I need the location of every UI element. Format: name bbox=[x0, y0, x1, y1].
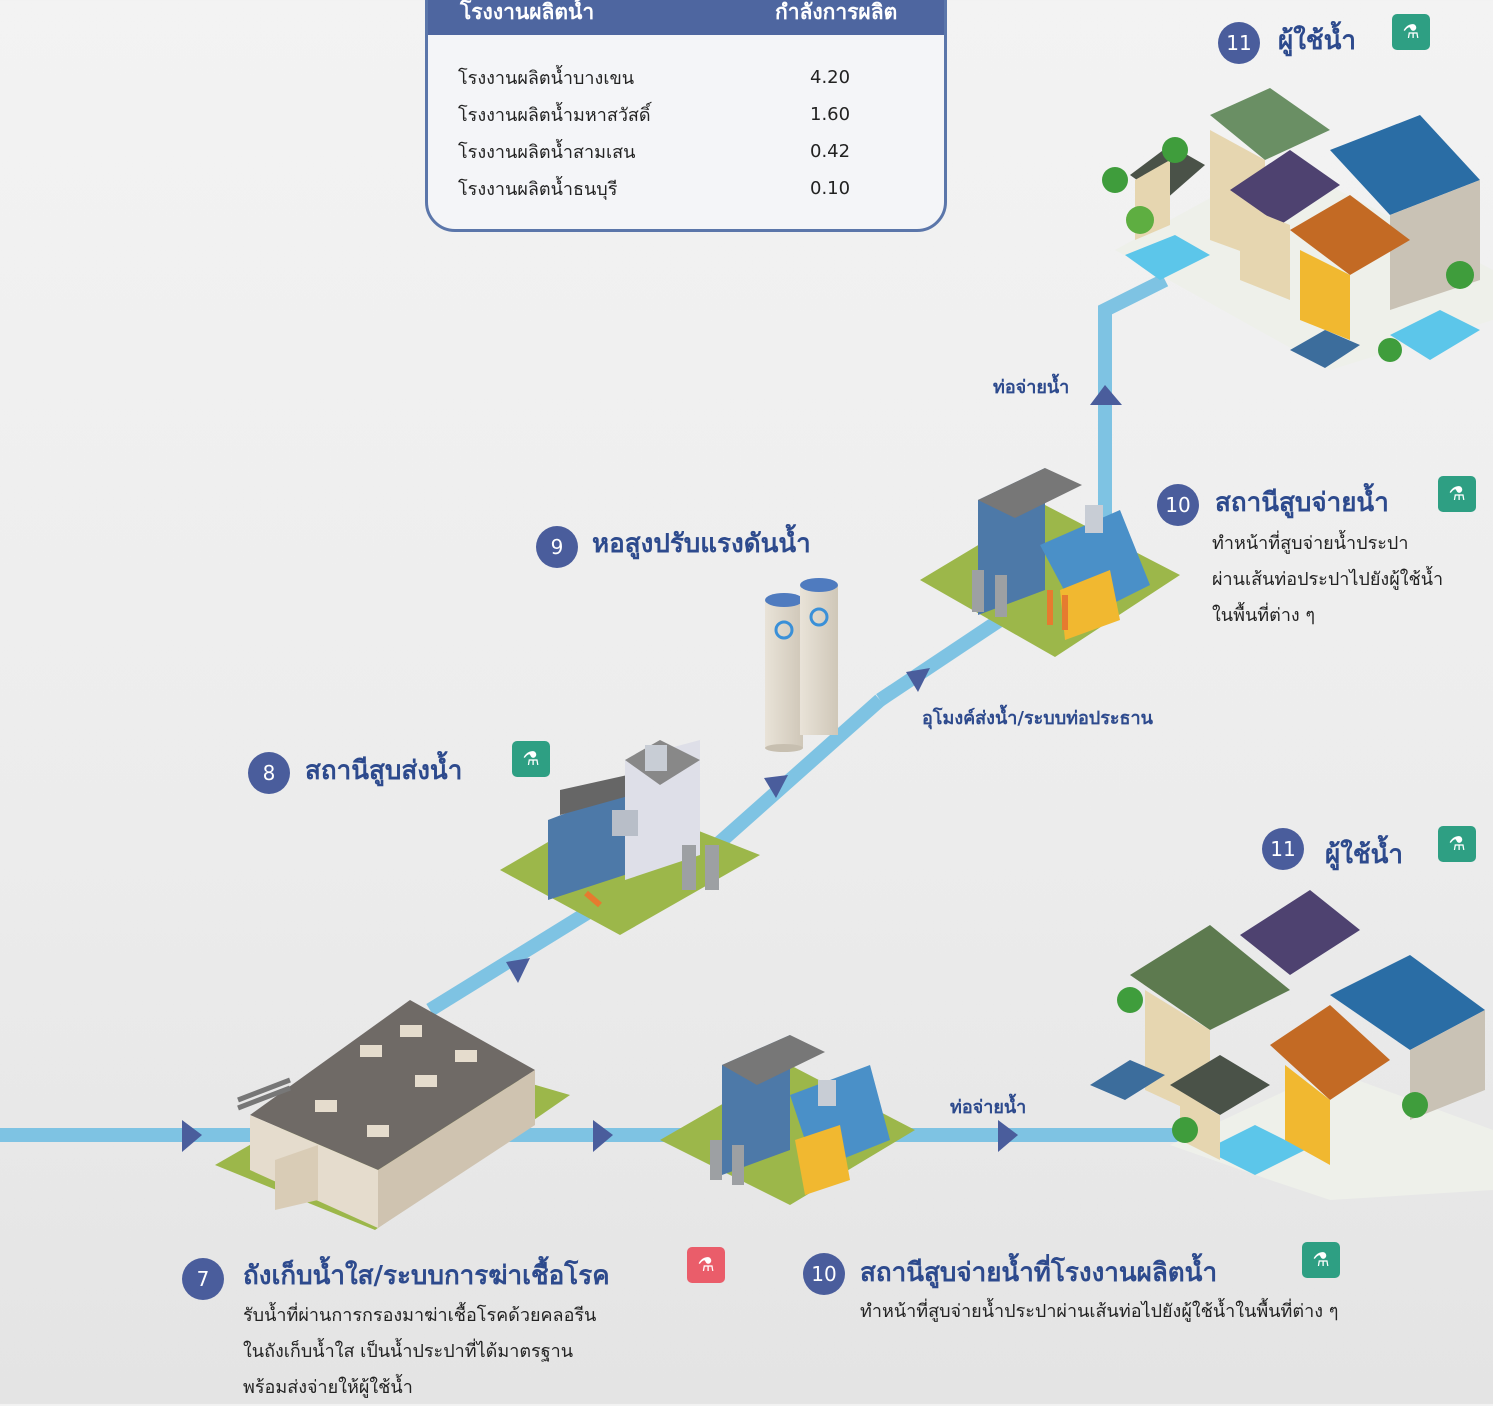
distribution-pipe-label-top: ท่อจ่ายน้ำ bbox=[993, 377, 1070, 398]
residential-houses-bottom-illustration bbox=[1090, 890, 1493, 1200]
lab-test-icon[interactable]: ⚗ bbox=[1438, 476, 1476, 512]
step-10-description: ทำหน้าที่สูบจ่ายน้ำประปา ผ่านเส้นท่อประป… bbox=[1212, 526, 1443, 634]
step-7-description: รับน้ำที่ผ่านการกรองมาฆ่าเชื้อโรคด้วยคลอ… bbox=[243, 1298, 596, 1406]
step-11-number: 11 bbox=[1218, 22, 1260, 64]
step-10-number: 10 bbox=[803, 1253, 845, 1295]
table-row: โรงงานผลิตน้ำสามเสน 0.42 bbox=[428, 133, 944, 170]
step-8-number: 8 bbox=[248, 752, 290, 794]
distribution-pipe-top bbox=[1098, 273, 1169, 520]
step-11-title: ผู้ใช้น้ำ bbox=[1325, 840, 1403, 870]
step-8-title: สถานีสูบส่งน้ำ bbox=[305, 756, 463, 786]
step-7-title: ถังเก็บน้ำใส/ระบบการฆ่าเชื้อโรค bbox=[243, 1261, 610, 1291]
table-body: โรงงานผลิตน้ำบางเขน 4.20 โรงงานผลิตน้ำมห… bbox=[428, 35, 944, 207]
arrow-right-icon bbox=[182, 1120, 202, 1152]
step-9-number: 9 bbox=[536, 526, 578, 568]
arrow-right-icon bbox=[998, 1120, 1018, 1152]
production-capacity-table: โรงงานผลิตน้ำ กำลังการผลิต โรงงานผลิตน้ำ… bbox=[425, 0, 947, 232]
step-7-number: 7 bbox=[182, 1258, 224, 1300]
step-11-title: ผู้ใช้น้ำ bbox=[1278, 26, 1356, 56]
plant-name: โรงงานผลิตน้ำสามเสน bbox=[458, 142, 636, 163]
arrow-up-right-icon bbox=[764, 775, 788, 798]
pump-station-illustration bbox=[500, 740, 760, 935]
plant-capacity: 0.10 bbox=[810, 178, 851, 199]
step-10-title: สถานีสูบจ่ายน้ำ bbox=[1215, 488, 1389, 518]
lab-test-icon[interactable]: ⚗ bbox=[1392, 14, 1430, 50]
clear-water-tank-illustration bbox=[215, 1000, 570, 1230]
desc-line: ทำหน้าที่สูบจ่ายน้ำประปา bbox=[1212, 533, 1409, 554]
lab-test-icon[interactable]: ⚗ bbox=[1302, 1242, 1340, 1278]
flow-arrows bbox=[182, 385, 1122, 1152]
table-row: โรงงานผลิตน้ำมหาสวัสดิ์ 1.60 bbox=[428, 96, 944, 133]
pipe-pump-to-tower bbox=[695, 694, 885, 866]
arrow-up-right-icon bbox=[906, 668, 930, 692]
table-row: โรงงานผลิตน้ำธนบุรี 0.10 bbox=[428, 170, 944, 207]
step-10-title: สถานีสูบจ่ายน้ำที่โรงงานผลิตน้ำ bbox=[860, 1258, 1218, 1288]
lab-test-icon[interactable]: ⚗ bbox=[687, 1247, 725, 1283]
elevated-water-tower-illustration bbox=[765, 578, 838, 752]
desc-line: ในถังเก็บน้ำใส เป็นน้ำประปาที่ได้มาตรฐาน bbox=[243, 1341, 574, 1362]
plant-capacity: 0.42 bbox=[810, 141, 851, 162]
distribution-pipe-label-bottom: ท่อจ่ายน้ำ bbox=[950, 1097, 1027, 1118]
desc-line: ผ่านเส้นท่อประปาไปยังผู้ใช้น้ำ bbox=[1212, 569, 1444, 590]
lab-test-icon[interactable]: ⚗ bbox=[512, 741, 550, 777]
residential-houses-top-illustration bbox=[1102, 88, 1493, 370]
plant-capacity: 4.20 bbox=[810, 67, 851, 88]
tunnel-pipe bbox=[876, 614, 1004, 706]
desc-line: ในพื้นที่ต่าง ๆ bbox=[1212, 605, 1316, 626]
plant-name: โรงงานผลิตน้ำบางเขน bbox=[458, 68, 635, 89]
desc-line: รับน้ำที่ผ่านการกรองมาฆ่าเชื้อโรคด้วยคลอ… bbox=[243, 1305, 597, 1326]
table-header: โรงงานผลิตน้ำ กำลังการผลิต bbox=[428, 0, 944, 35]
step-11-number: 11 bbox=[1262, 828, 1304, 870]
header-capacity: กำลังการผลิต bbox=[775, 0, 898, 24]
step-10-number: 10 bbox=[1157, 484, 1199, 526]
desc-line: ทำหน้าที่สูบจ่ายน้ำประปาผ่านเส้นท่อไปยัง… bbox=[860, 1301, 1339, 1322]
step-9-title: หอสูงปรับแรงดันน้ำ bbox=[592, 529, 811, 559]
plant-name: โรงงานผลิตน้ำมหาสวัสดิ์ bbox=[458, 105, 651, 126]
distribution-pump-station-top-illustration bbox=[920, 468, 1180, 657]
tunnel-pipe-label: อุโมงค์ส่งน้ำ/ระบบท่อประธาน bbox=[922, 708, 1153, 729]
arrow-up-right-icon bbox=[506, 958, 530, 983]
lab-test-icon[interactable]: ⚗ bbox=[1438, 826, 1476, 862]
header-plant: โรงงานผลิตน้ำ bbox=[460, 0, 595, 24]
plant-capacity: 1.60 bbox=[810, 104, 851, 125]
table-row: โรงงานผลิตน้ำบางเขน 4.20 bbox=[428, 59, 944, 96]
pipe-tank-to-pump-station bbox=[426, 899, 604, 1016]
desc-line: พร้อมส่งจ่ายให้ผู้ใช้น้ำ bbox=[243, 1377, 413, 1398]
distribution-pump-station-bottom-illustration bbox=[660, 1035, 915, 1205]
step-10-description: ทำหน้าที่สูบจ่ายน้ำประปาผ่านเส้นท่อไปยัง… bbox=[860, 1294, 1338, 1330]
arrow-right-icon bbox=[593, 1120, 613, 1152]
arrow-up-icon bbox=[1090, 385, 1122, 405]
plant-name: โรงงานผลิตน้ำธนบุรี bbox=[458, 179, 618, 200]
